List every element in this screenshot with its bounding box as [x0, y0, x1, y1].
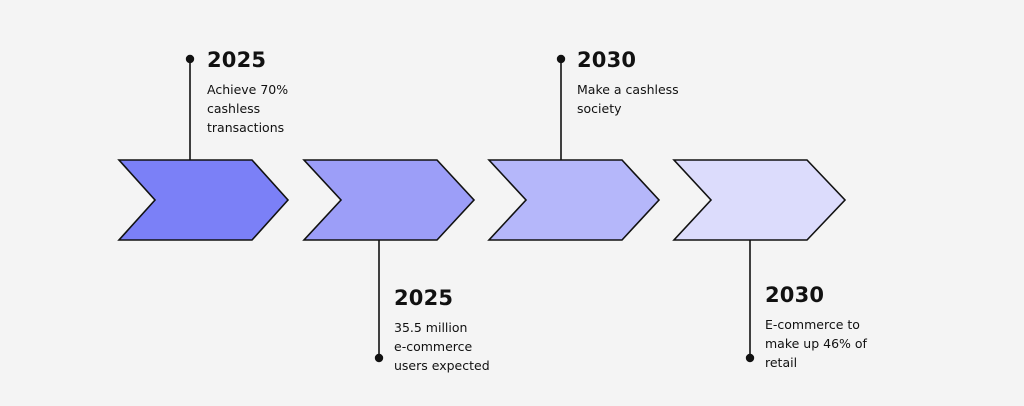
milestone-3-text: Make a cashless society: [577, 82, 679, 116]
milestone-1: 2025 Achieve 70% cashless transactions: [207, 48, 288, 137]
connector-dot-4: [745, 353, 755, 363]
milestone-3-year: 2030: [577, 48, 637, 72]
milestone-1-text: Achieve 70% cashless transactions: [207, 82, 289, 135]
chevron-2: [302, 159, 476, 241]
milestone-2-text: 35.5 million e-commerce users expected: [394, 320, 490, 373]
connector-dot-2: [374, 353, 384, 363]
chevron-3: [487, 159, 661, 241]
milestone-4: 2030 E-commerce to make up 46% of retail: [765, 283, 867, 372]
milestone-4-text: E-commerce to make up 46% of retail: [765, 317, 867, 370]
connector-dot-1: [185, 54, 195, 64]
chevron-1: [117, 159, 290, 241]
milestone-2: 2025 35.5 million e-commerce users expec…: [394, 286, 490, 375]
milestone-1-year: 2025: [207, 48, 267, 72]
milestone-4-year: 2030: [765, 283, 825, 307]
milestone-3: 2030 Make a cashless society: [577, 48, 679, 118]
chevron-4: [672, 159, 847, 241]
milestone-2-year: 2025: [394, 286, 454, 310]
connector-dot-3: [556, 54, 566, 64]
